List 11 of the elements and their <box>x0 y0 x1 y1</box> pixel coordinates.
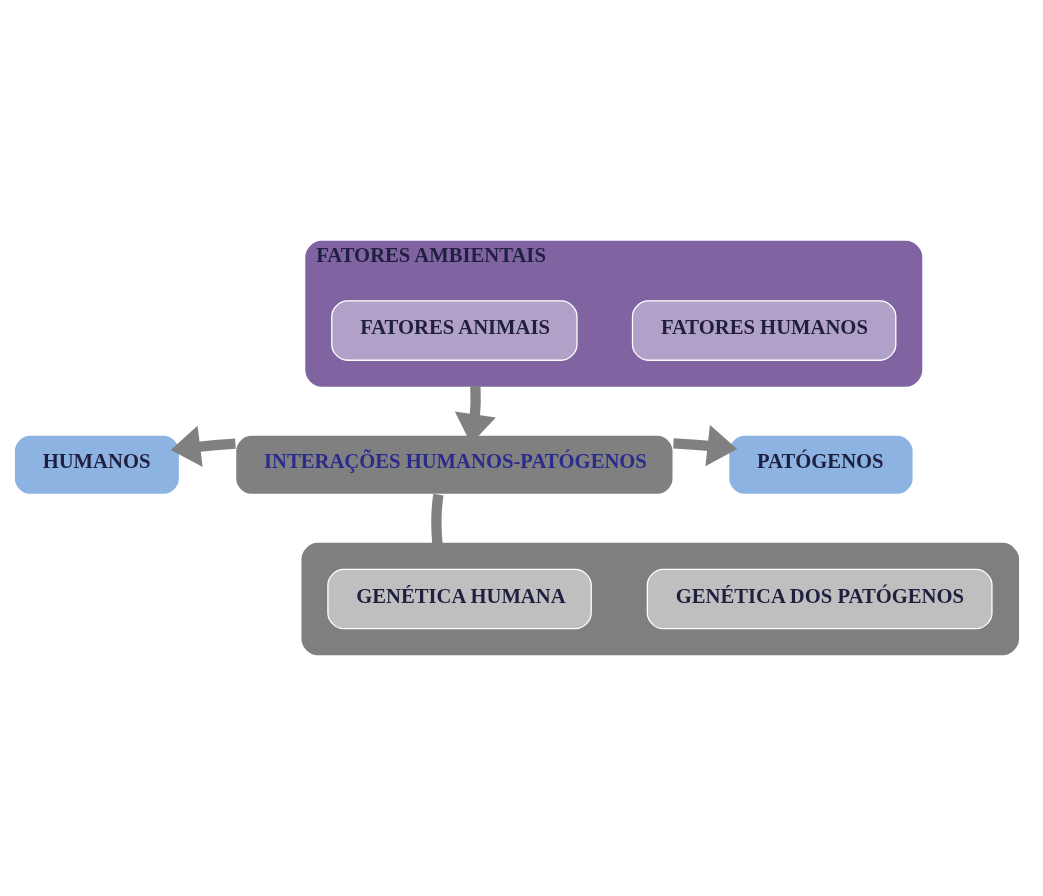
arrow <box>673 425 738 467</box>
cluster <box>301 542 1020 656</box>
node-box: HUMANOS <box>13 434 181 496</box>
node-box: PATÓGENOS <box>728 434 914 496</box>
node-box: GENÉTICA DOS PATÓGENOS <box>646 568 993 630</box>
connector <box>431 493 444 544</box>
node-box: INTERAÇÕES HUMANOS-PATÓGENOS <box>234 434 674 496</box>
node-box: GENÉTICA HUMANA <box>327 568 592 630</box>
node-box: FATORES ANIMAIS <box>331 300 578 361</box>
arrow <box>170 425 236 468</box>
node-box: FATORES HUMANOS <box>631 300 897 361</box>
